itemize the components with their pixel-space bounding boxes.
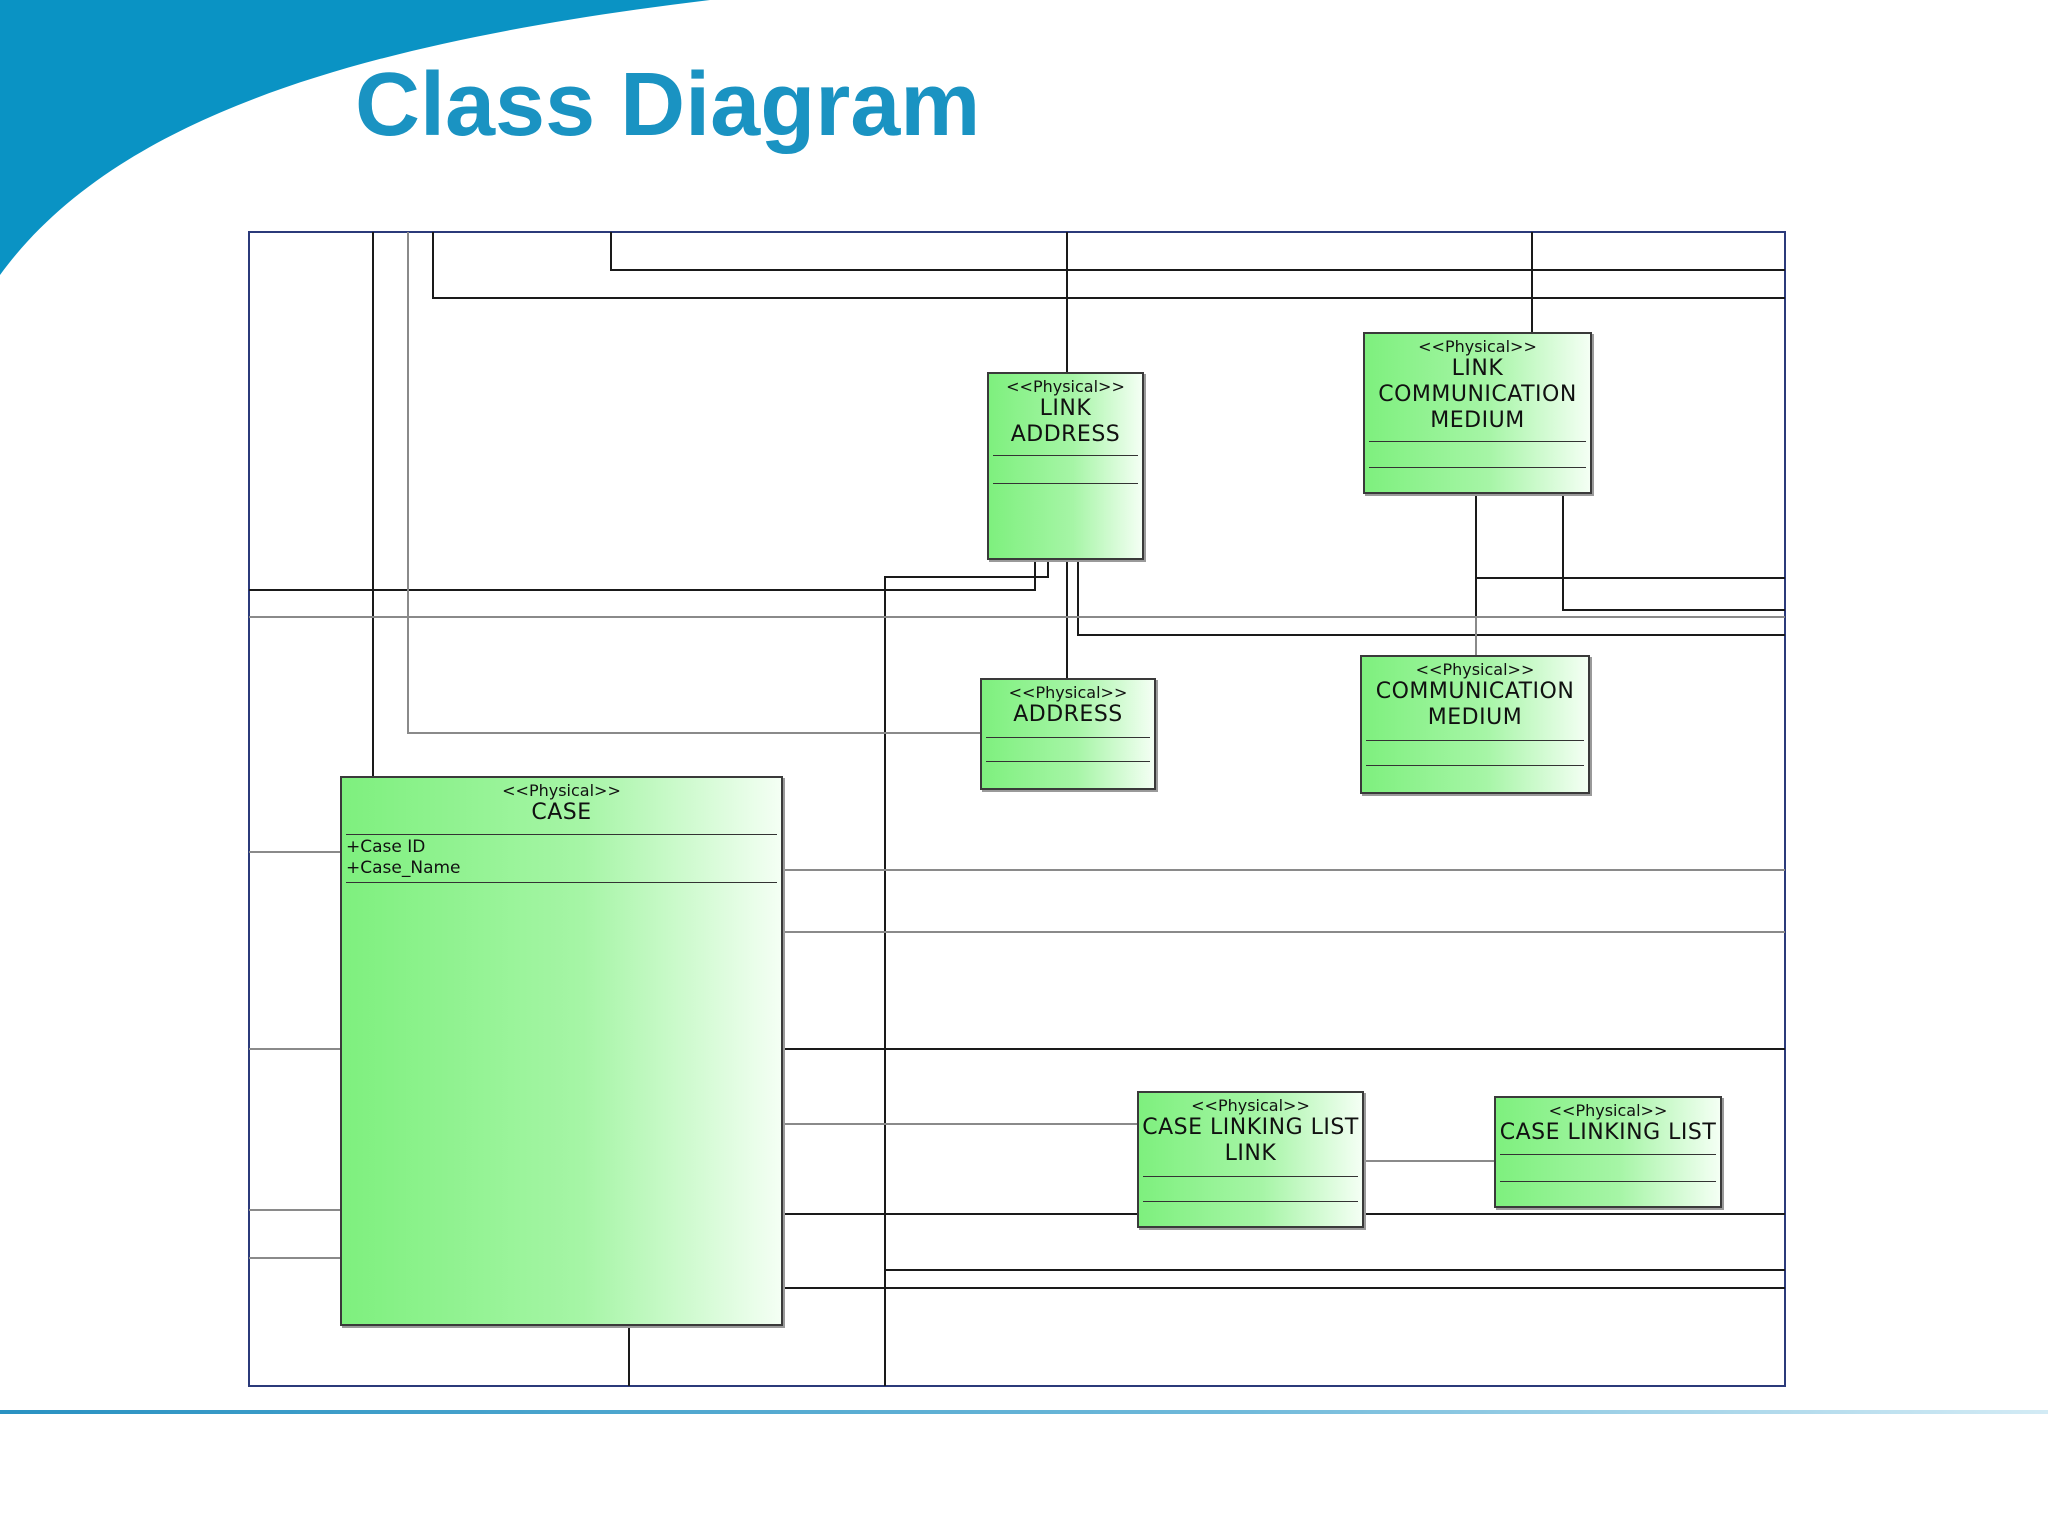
compartment-divider bbox=[1500, 1154, 1716, 1155]
class-name-line: LINK bbox=[1224, 1141, 1277, 1166]
stereotype-label: <<Physical>> bbox=[1191, 1096, 1310, 1115]
compartment-divider bbox=[1143, 1176, 1358, 1177]
class-communication-medium[interactable]: <<Physical>> COMMUNICATION MEDIUM bbox=[1360, 655, 1590, 794]
class-attribute: +Case_Name bbox=[346, 858, 461, 878]
class-name-line: COMMUNICATION bbox=[1378, 382, 1577, 407]
compartment-divider bbox=[1366, 740, 1584, 741]
stereotype-label: <<Physical>> bbox=[1008, 683, 1128, 702]
class-attribute: +Case ID bbox=[346, 837, 426, 857]
compartment-divider bbox=[346, 834, 777, 835]
compartment-divider bbox=[1500, 1181, 1716, 1182]
stereotype-label: <<Physical>> bbox=[1415, 660, 1535, 679]
class-address[interactable]: <<Physical>> ADDRESS bbox=[980, 678, 1156, 790]
class-case-linking-list[interactable]: <<Physical>> CASE LINKING LIST bbox=[1494, 1096, 1722, 1208]
class-case[interactable]: <<Physical>> CASE +Case ID +Case_Name bbox=[340, 776, 783, 1326]
class-name-line: CASE LINKING LIST bbox=[1142, 1115, 1359, 1140]
association-lines bbox=[249, 232, 1785, 1386]
class-name-line: CASE LINKING LIST bbox=[1499, 1120, 1717, 1145]
footer-divider bbox=[0, 1410, 2048, 1414]
compartment-divider bbox=[1366, 765, 1584, 766]
class-name-line: CASE bbox=[531, 800, 592, 825]
class-name-line: MEDIUM bbox=[1427, 705, 1523, 730]
class-name-line: ADDRESS bbox=[1010, 422, 1121, 447]
class-name-line: LINK bbox=[1039, 396, 1092, 421]
class-link-communication-medium[interactable]: <<Physical>> LINK COMMUNICATION MEDIUM bbox=[1363, 332, 1592, 494]
compartment-divider bbox=[346, 882, 777, 883]
compartment-divider bbox=[986, 737, 1150, 738]
header-swoosh bbox=[0, 0, 710, 275]
stereotype-label: <<Physical>> bbox=[1418, 337, 1537, 356]
compartment-divider bbox=[993, 483, 1138, 484]
stereotype-label: <<Physical>> bbox=[502, 781, 621, 800]
compartment-divider bbox=[1143, 1201, 1358, 1202]
stereotype-label: <<Physical>> bbox=[1006, 377, 1125, 396]
class-name-line: MEDIUM bbox=[1430, 408, 1525, 433]
class-name-line: COMMUNICATION bbox=[1375, 679, 1575, 704]
compartment-divider bbox=[1369, 441, 1586, 442]
slide-title: Class Diagram bbox=[355, 55, 981, 155]
compartment-divider bbox=[986, 761, 1150, 762]
stereotype-label: <<Physical>> bbox=[1548, 1101, 1668, 1120]
compartment-divider bbox=[1369, 467, 1586, 468]
class-link-address[interactable]: <<Physical>> LINK ADDRESS bbox=[987, 372, 1144, 560]
class-name-line: ADDRESS bbox=[1013, 702, 1123, 727]
class-case-linking-list-link[interactable]: <<Physical>> CASE LINKING LIST LINK bbox=[1137, 1091, 1364, 1228]
compartment-divider bbox=[993, 455, 1138, 456]
class-name-line: LINK bbox=[1451, 356, 1504, 381]
